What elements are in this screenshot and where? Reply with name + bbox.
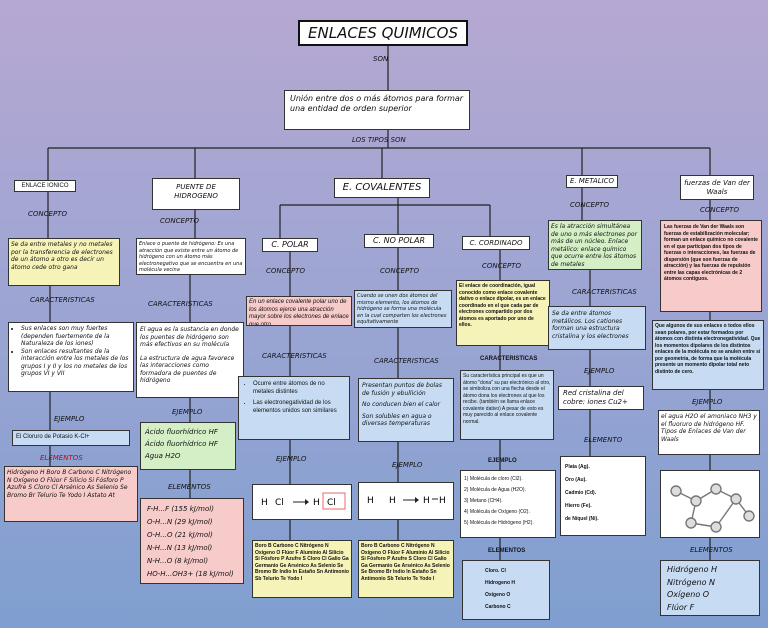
son-label: SON — [373, 55, 389, 63]
covalentes-header: E. COVALENTES — [334, 178, 430, 198]
nopolar-ejemplo-label: EJEMPLO — [392, 461, 423, 469]
vanderwaals-concepto-box: Las fuerzas de Van der Waals son fuerzas… — [660, 220, 762, 312]
svg-text:H: H — [439, 496, 446, 506]
hidrogeno-ejemplo-label: EJEMPLO — [172, 408, 203, 416]
metalico-ejemplo-label: EJEMPLO — [584, 367, 615, 375]
ionico-header: ENLACE IONICO — [14, 180, 76, 192]
hidrogeno-caract-box: El agua es la sustancia en donde los pue… — [136, 322, 244, 398]
coordinado-concepto-label: CONCEPTO — [482, 262, 521, 270]
polar-elementos-box: Boro B Carbono C Nitrógeno N Oxígeno O F… — [252, 540, 352, 598]
svg-text:H: H — [389, 496, 396, 506]
nopolar-header: C. NO POLAR — [364, 234, 434, 248]
nopolar-caract-box: Presentan puntos de bolas de fusión y eb… — [358, 378, 454, 442]
vanderwaals-ejemplo-label: EJEMPLO — [692, 398, 723, 406]
vanderwaals-header: fuerzas de Van der Waals — [680, 175, 754, 200]
polar-caract-box: Ocurre entre átomos de no metales distin… — [238, 376, 350, 440]
vanderwaals-ejemplo-box: el agua H2O el amoniaco NH3 y el fluorur… — [658, 410, 760, 455]
coordinado-ejemplo-label: EJEMPLO — [488, 458, 517, 464]
nopolar-concepto-label: CONCEPTO — [380, 267, 419, 275]
vanderwaals-concepto-label: CONCEPTO — [700, 206, 739, 214]
los-tipos-son-label: LOS TIPOS SON — [352, 136, 406, 144]
ionico-ejemplo-label: EJEMPLO — [54, 415, 85, 423]
polar-concepto-label: CONCEPTO — [266, 267, 305, 275]
nopolar-caract-2: No conducen bien el calor — [362, 401, 441, 408]
nopolar-caract-1: Presentan puntos de bolas de fusión y eb… — [362, 382, 442, 397]
nopolar-concepto-box: Cuando se unen dos átomos del mismo elem… — [354, 290, 452, 328]
svg-text:Cl: Cl — [327, 498, 336, 508]
hidrogeno-elementos-box: F-H...F (155 kJ/mol) O-H...N (29 kJ/mol)… — [140, 498, 244, 584]
title-box: ENLACES QUIMICOS — [298, 20, 468, 46]
vanderwaals-caract-box: Que algunos de sus enlaces o todos ellos… — [652, 320, 764, 390]
metalico-caract-label: CARACTERISTICAS — [572, 288, 637, 296]
h-symbol: H — [261, 498, 268, 508]
svg-text:H: H — [423, 496, 430, 506]
polar-ejemplo-diagram: H Cl H Cl — [252, 484, 352, 520]
hcl-dot-diagram: H Cl H Cl — [261, 492, 346, 510]
definition-box: Unión entre dos o más átomos para formar… — [284, 90, 470, 130]
metalico-elementos-box: Plata (Ag). Oro (Au). Cadmio (Cd). Hierr… — [560, 456, 646, 536]
page-title: ENLACES QUIMICOS — [308, 24, 458, 42]
hidrogeno-header: PUENTE DE HIDROGENO — [152, 178, 240, 210]
hidrogeno-caract-label: CARACTERISTICAS — [148, 300, 213, 308]
molecule-network-diagram — [670, 483, 755, 533]
ionico-caract-1: Sus enlaces son muy fuertes (dependen fu… — [21, 325, 131, 348]
svg-text:H: H — [367, 496, 374, 506]
ionico-caract-box: Sus enlaces son muy fuertes (dependen fu… — [8, 322, 134, 392]
metalico-concepto-box: Es la atracción simultánea de uno o más … — [548, 220, 642, 270]
nopolar-caract-label: CARACTERISTICAS — [374, 357, 439, 365]
nopolar-ejemplo-diagram: H H H H — [358, 482, 454, 520]
coordinado-elementos-label: ELEMENTOS — [488, 548, 526, 554]
coordinado-header: C. CORDINADO — [462, 236, 530, 250]
metalico-caract-box: Se da entre átomos metálicos. Los cation… — [548, 306, 646, 350]
coordinado-elementos-box: Cloro. Cl Hidrogeno H Oxigeno O Carbono … — [462, 560, 550, 620]
nopolar-elementos-box: Boro B Carbono C Nitrógeno N Oxígeno O F… — [358, 540, 454, 598]
metalico-concepto-label: CONCEPTO — [570, 201, 609, 209]
hidrogeno-caract-1: El agua es la sustancia en donde los pue… — [140, 326, 239, 348]
coordinado-concepto-box: El enlace de coordinación, igual conocid… — [456, 280, 550, 346]
ionico-ejemplo-box: El Cloruro de Potasio K-Cl+ — [12, 430, 130, 446]
metalico-elemento-label: ELEMENTO — [584, 436, 623, 444]
polar-ejemplo-label: EJEMPLO — [276, 455, 307, 463]
polar-concepto-box: En un enlace covalente polar uno de los … — [246, 296, 352, 326]
metalico-ejemplo-box: Red cristalina del cobre: iones Cu2+ — [558, 386, 644, 410]
cl-symbol: Cl — [275, 498, 284, 508]
vanderwaals-elementos-label: ELEMENTOS — [690, 546, 733, 554]
polar-caract-label: CARACTERISTICAS — [262, 352, 327, 360]
vanderwaals-elementos-box: Hidrógeno H Nitrógeno N Oxígeno O Flúor … — [660, 560, 760, 616]
metalico-header: E. METALICO — [566, 175, 618, 188]
polar-header: C. POLAR — [262, 238, 318, 252]
polar-caract-1: Ocurre entre átomos de no metales distin… — [253, 381, 345, 396]
coordinado-ejemplo-box: 1) Molécula de cloro (Cl2). 2) Molécula … — [460, 470, 556, 538]
polar-caract-2: Las electronegatividad de los elementos … — [253, 400, 345, 415]
definition-text: Unión entre dos o más átomos para formar… — [290, 94, 464, 113]
hidrogeno-concepto-box: Enlace o puente de hidrógeno: Es una atr… — [136, 238, 246, 275]
ionico-concepto-box: Se da entre metales y no metales por la … — [8, 238, 120, 286]
hidrogeno-ejemplo-box: Ácido fluorhídrico HF Ácido fluorhídrico… — [140, 422, 236, 470]
coordinado-caract-box: Su característica principal es que un át… — [460, 370, 554, 440]
nopolar-caract-3: Son solubles en agua o diversas temperat… — [362, 412, 432, 428]
hidrogeno-caract-2: La estructura de agua favorece las inter… — [140, 354, 235, 385]
vanderwaals-molecule-image — [660, 470, 760, 538]
h2-dot-diagram: H H H H — [367, 496, 446, 506]
hidrogeno-concepto-label: CONCEPTO — [160, 217, 199, 225]
ionico-caract-2: Son enlaces resultantes de la interacció… — [21, 348, 131, 378]
ionico-concepto-label: CONCEPTO — [28, 210, 67, 218]
svg-text:H: H — [313, 498, 320, 508]
coordinado-caract-label: CARACTERISTICAS — [480, 356, 538, 362]
ionico-elementos-label: ELEMENTOS — [40, 454, 83, 462]
ionico-caract-label: CARACTERISTICAS — [30, 296, 95, 304]
hidrogeno-elementos-label: ELEMENTOS — [168, 483, 211, 491]
ionico-elementos-box: Hidrógeno H Boro B Carbono C Nitrógeno N… — [4, 466, 138, 522]
